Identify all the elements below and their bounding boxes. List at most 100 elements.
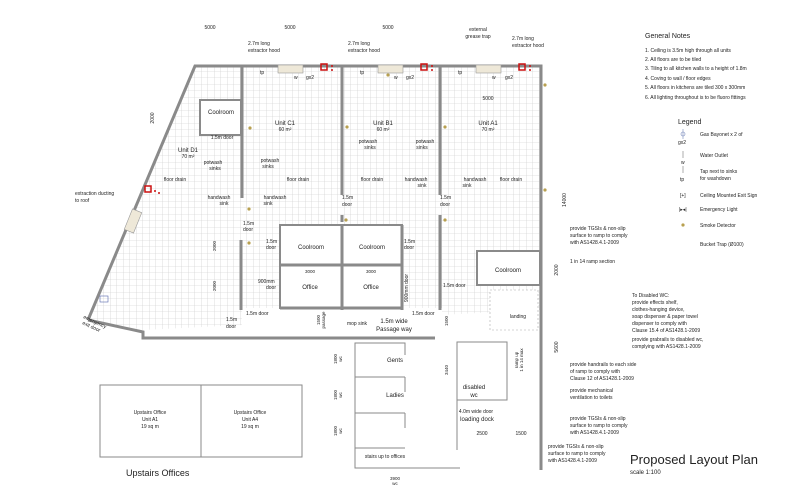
svg-text:provide TGSIs & non-slip: provide TGSIs & non-slip <box>570 226 626 232</box>
unit-c1-area: 60 m² <box>279 127 292 133</box>
mop-sink-label: mop sink <box>347 321 368 327</box>
svg-text:sink: sink <box>463 183 472 189</box>
coolroom-d1 <box>199 99 242 136</box>
upstairs-office-a4: Upstairs Office Unit A4 19 sq m <box>234 410 267 430</box>
exit-signs <box>144 63 526 193</box>
upstairs-offices-heading: Upstairs Offices <box>126 468 190 478</box>
coolroom-label: Coolroom <box>298 245 324 251</box>
svg-text:Smoke Detector: Smoke Detector <box>700 223 736 229</box>
gas-bayonet-icon <box>680 129 686 139</box>
svg-text:19 sq m: 19 sq m <box>141 424 159 430</box>
dim-label: 5000 <box>482 96 493 102</box>
dim-label: 1800 <box>333 389 338 400</box>
coolroom-label: Coolroom <box>359 245 385 251</box>
svg-text:floor drain: floor drain <box>287 177 309 183</box>
gas-code: gx2 <box>406 75 414 81</box>
tap-code: tp <box>458 70 462 76</box>
svg-text:of ramp to comply with: of ramp to comply with <box>570 369 620 375</box>
svg-text:900mm door: 900mm door <box>404 274 410 302</box>
landing <box>489 289 539 331</box>
plan-title: Proposed Layout Plan <box>630 452 758 467</box>
svg-text:Upstairs Office: Upstairs Office <box>134 410 167 416</box>
svg-text:tp: tp <box>680 177 684 183</box>
svg-text:floor drain: floor drain <box>164 177 186 183</box>
dim-label: wc <box>338 356 343 362</box>
svg-text:1.5m: 1.5m <box>226 317 237 323</box>
dim-label: 2000 <box>554 264 560 275</box>
svg-text:1.5m: 1.5m <box>266 239 277 245</box>
svg-text:provide TGSIs & non-slip: provide TGSIs & non-slip <box>570 416 626 422</box>
water-code: w <box>492 75 496 81</box>
gas-code: gx2 <box>505 75 513 81</box>
svg-text:Legend: Legend <box>678 119 701 126</box>
svg-text:Ceiling Mounted Exit Sign: Ceiling Mounted Exit Sign <box>700 193 757 199</box>
water-code: w <box>294 75 298 81</box>
coolroom-right <box>476 250 541 286</box>
svg-text:19 sq m: 19 sq m <box>241 424 259 430</box>
svg-text:surface to ramp to comply: surface to ramp to comply <box>570 423 628 429</box>
walls <box>86 64 543 470</box>
unit-a1-label: Unit A1 <box>478 121 498 127</box>
coolroom-label: Coolroom <box>495 268 521 274</box>
dim-label: 3000 <box>366 269 377 274</box>
upstairs-office-a1: Upstairs Office Unit A1 19 sq m <box>134 410 167 430</box>
svg-text:floor drain: floor drain <box>361 177 383 183</box>
dim-label: 1800 <box>333 425 338 436</box>
dim-label: 5000 <box>204 25 215 31</box>
hood-label: extractor hood <box>248 48 280 54</box>
svg-text:6. All lighting throughout is: 6. All lighting throughout is to be fluo… <box>645 95 746 101</box>
ladies-label: Ladies <box>386 393 404 399</box>
svg-text:dispenser to comply with: dispenser to comply with <box>632 321 687 327</box>
svg-text:with AS1428.4.1-2009: with AS1428.4.1-2009 <box>570 430 619 436</box>
stairs-label: stairs up to offices <box>365 454 406 460</box>
hood-label: 2.7m long <box>348 41 370 47</box>
dim-label: wc <box>338 428 343 434</box>
upstairs-offices <box>99 384 303 458</box>
svg-text:soap dispenser & paper towel: soap dispenser & paper towel <box>632 314 698 320</box>
svg-text:1.5m: 1.5m <box>243 221 254 227</box>
svg-text:door: door <box>226 324 236 330</box>
smoke-detector-icon <box>681 223 685 227</box>
svg-text:sink: sink <box>418 183 427 189</box>
loading-dock-label: 4.0m wide door <box>459 409 494 415</box>
svg-text:sinks: sinks <box>416 145 428 151</box>
svg-text:handwash: handwash <box>405 177 428 183</box>
svg-text:sink: sink <box>264 201 273 207</box>
svg-text:with AS1428.4.1-2009: with AS1428.4.1-2009 <box>548 458 597 464</box>
svg-text:1 in 14 ramp section: 1 in 14 ramp section <box>570 259 615 265</box>
unit-a1-area: 70 m² <box>482 127 495 133</box>
grease-trap-label: grease trap <box>465 34 491 40</box>
unit-c1-label: Unit C1 <box>275 121 296 127</box>
svg-text:General Notes: General Notes <box>645 33 691 40</box>
svg-text:Unit A4: Unit A4 <box>242 417 258 423</box>
svg-text:Gas Bayonet x 2 of: Gas Bayonet x 2 of <box>700 132 743 138</box>
svg-text:1.5m door: 1.5m door <box>246 311 269 317</box>
disabled-wc-label: disabled <box>463 385 485 391</box>
svg-text:Emergency Light: Emergency Light <box>700 207 738 213</box>
plan-scale: scale 1:100 <box>630 470 661 476</box>
svg-text:surface to ramp to comply: surface to ramp to comply <box>570 233 628 239</box>
dim-label: 3440 <box>444 364 449 375</box>
svg-text:Unit A1: Unit A1 <box>142 417 158 423</box>
svg-text:Water Outlet: Water Outlet <box>700 153 728 159</box>
svg-text:door: door <box>266 245 276 251</box>
svg-text:clothes-hanging device,: clothes-hanging device, <box>632 307 685 313</box>
svg-text:provide TGSIs & non-slip: provide TGSIs & non-slip <box>548 444 604 450</box>
legend: Legend gx2 Gas Bayonet x 2 of w Water Ou… <box>678 119 757 248</box>
svg-text:door: door <box>342 202 352 208</box>
svg-text:sinks: sinks <box>262 164 274 170</box>
svg-text:1.5m door: 1.5m door <box>412 311 435 317</box>
passage-label: Passage way <box>376 327 412 333</box>
duct-label: to roof <box>75 198 90 204</box>
dim-label: passage <box>321 311 326 329</box>
svg-text:Clause 15.4 of AS1428.1-2009: Clause 15.4 of AS1428.1-2009 <box>632 328 700 334</box>
svg-text:1. Ceiling is 3.5m high throu: 1. Ceiling is 3.5m high through all unit… <box>645 48 731 54</box>
svg-text:potwash: potwash <box>204 160 223 166</box>
smoke-detectors <box>247 73 547 245</box>
svg-text:provide handrails to each side: provide handrails to each side <box>570 362 637 368</box>
dim-label: wc <box>392 481 398 486</box>
svg-text:floor drain: floor drain <box>500 177 522 183</box>
unit-d1-label: Unit D1 <box>178 148 199 154</box>
svg-text:Clause 12 of AS1428.1-2009: Clause 12 of AS1428.1-2009 <box>570 376 634 382</box>
